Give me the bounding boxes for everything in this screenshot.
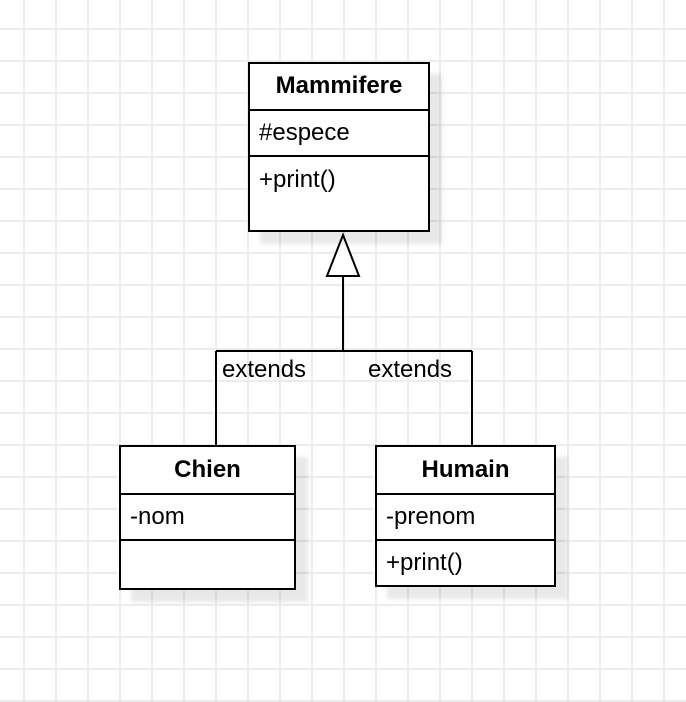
class-title: Chien xyxy=(121,447,294,495)
class-title: Humain xyxy=(377,447,554,495)
inheritance-edges[interactable] xyxy=(215,232,473,445)
class-node-mammifere[interactable]: Mammifere #espece +print() xyxy=(248,62,430,232)
class-title: Mammifere xyxy=(250,64,428,111)
class-attribute: -nom xyxy=(121,495,294,541)
edge-label-extends-left[interactable]: extends xyxy=(222,356,307,383)
class-attribute: -prenom xyxy=(377,495,554,541)
class-method xyxy=(121,541,294,588)
inheritance-edge-lines[interactable] xyxy=(215,277,473,445)
edge-label-extends-right[interactable]: extends xyxy=(368,356,453,383)
class-attribute: #espece xyxy=(250,111,428,157)
class-method: +print() xyxy=(386,548,463,576)
class-node-humain[interactable]: Humain -prenom +print() xyxy=(375,445,556,587)
class-node-chien[interactable]: Chien -nom xyxy=(119,445,296,590)
inheritance-arrowhead-icon xyxy=(325,232,361,277)
class-method: +print() xyxy=(259,166,336,193)
